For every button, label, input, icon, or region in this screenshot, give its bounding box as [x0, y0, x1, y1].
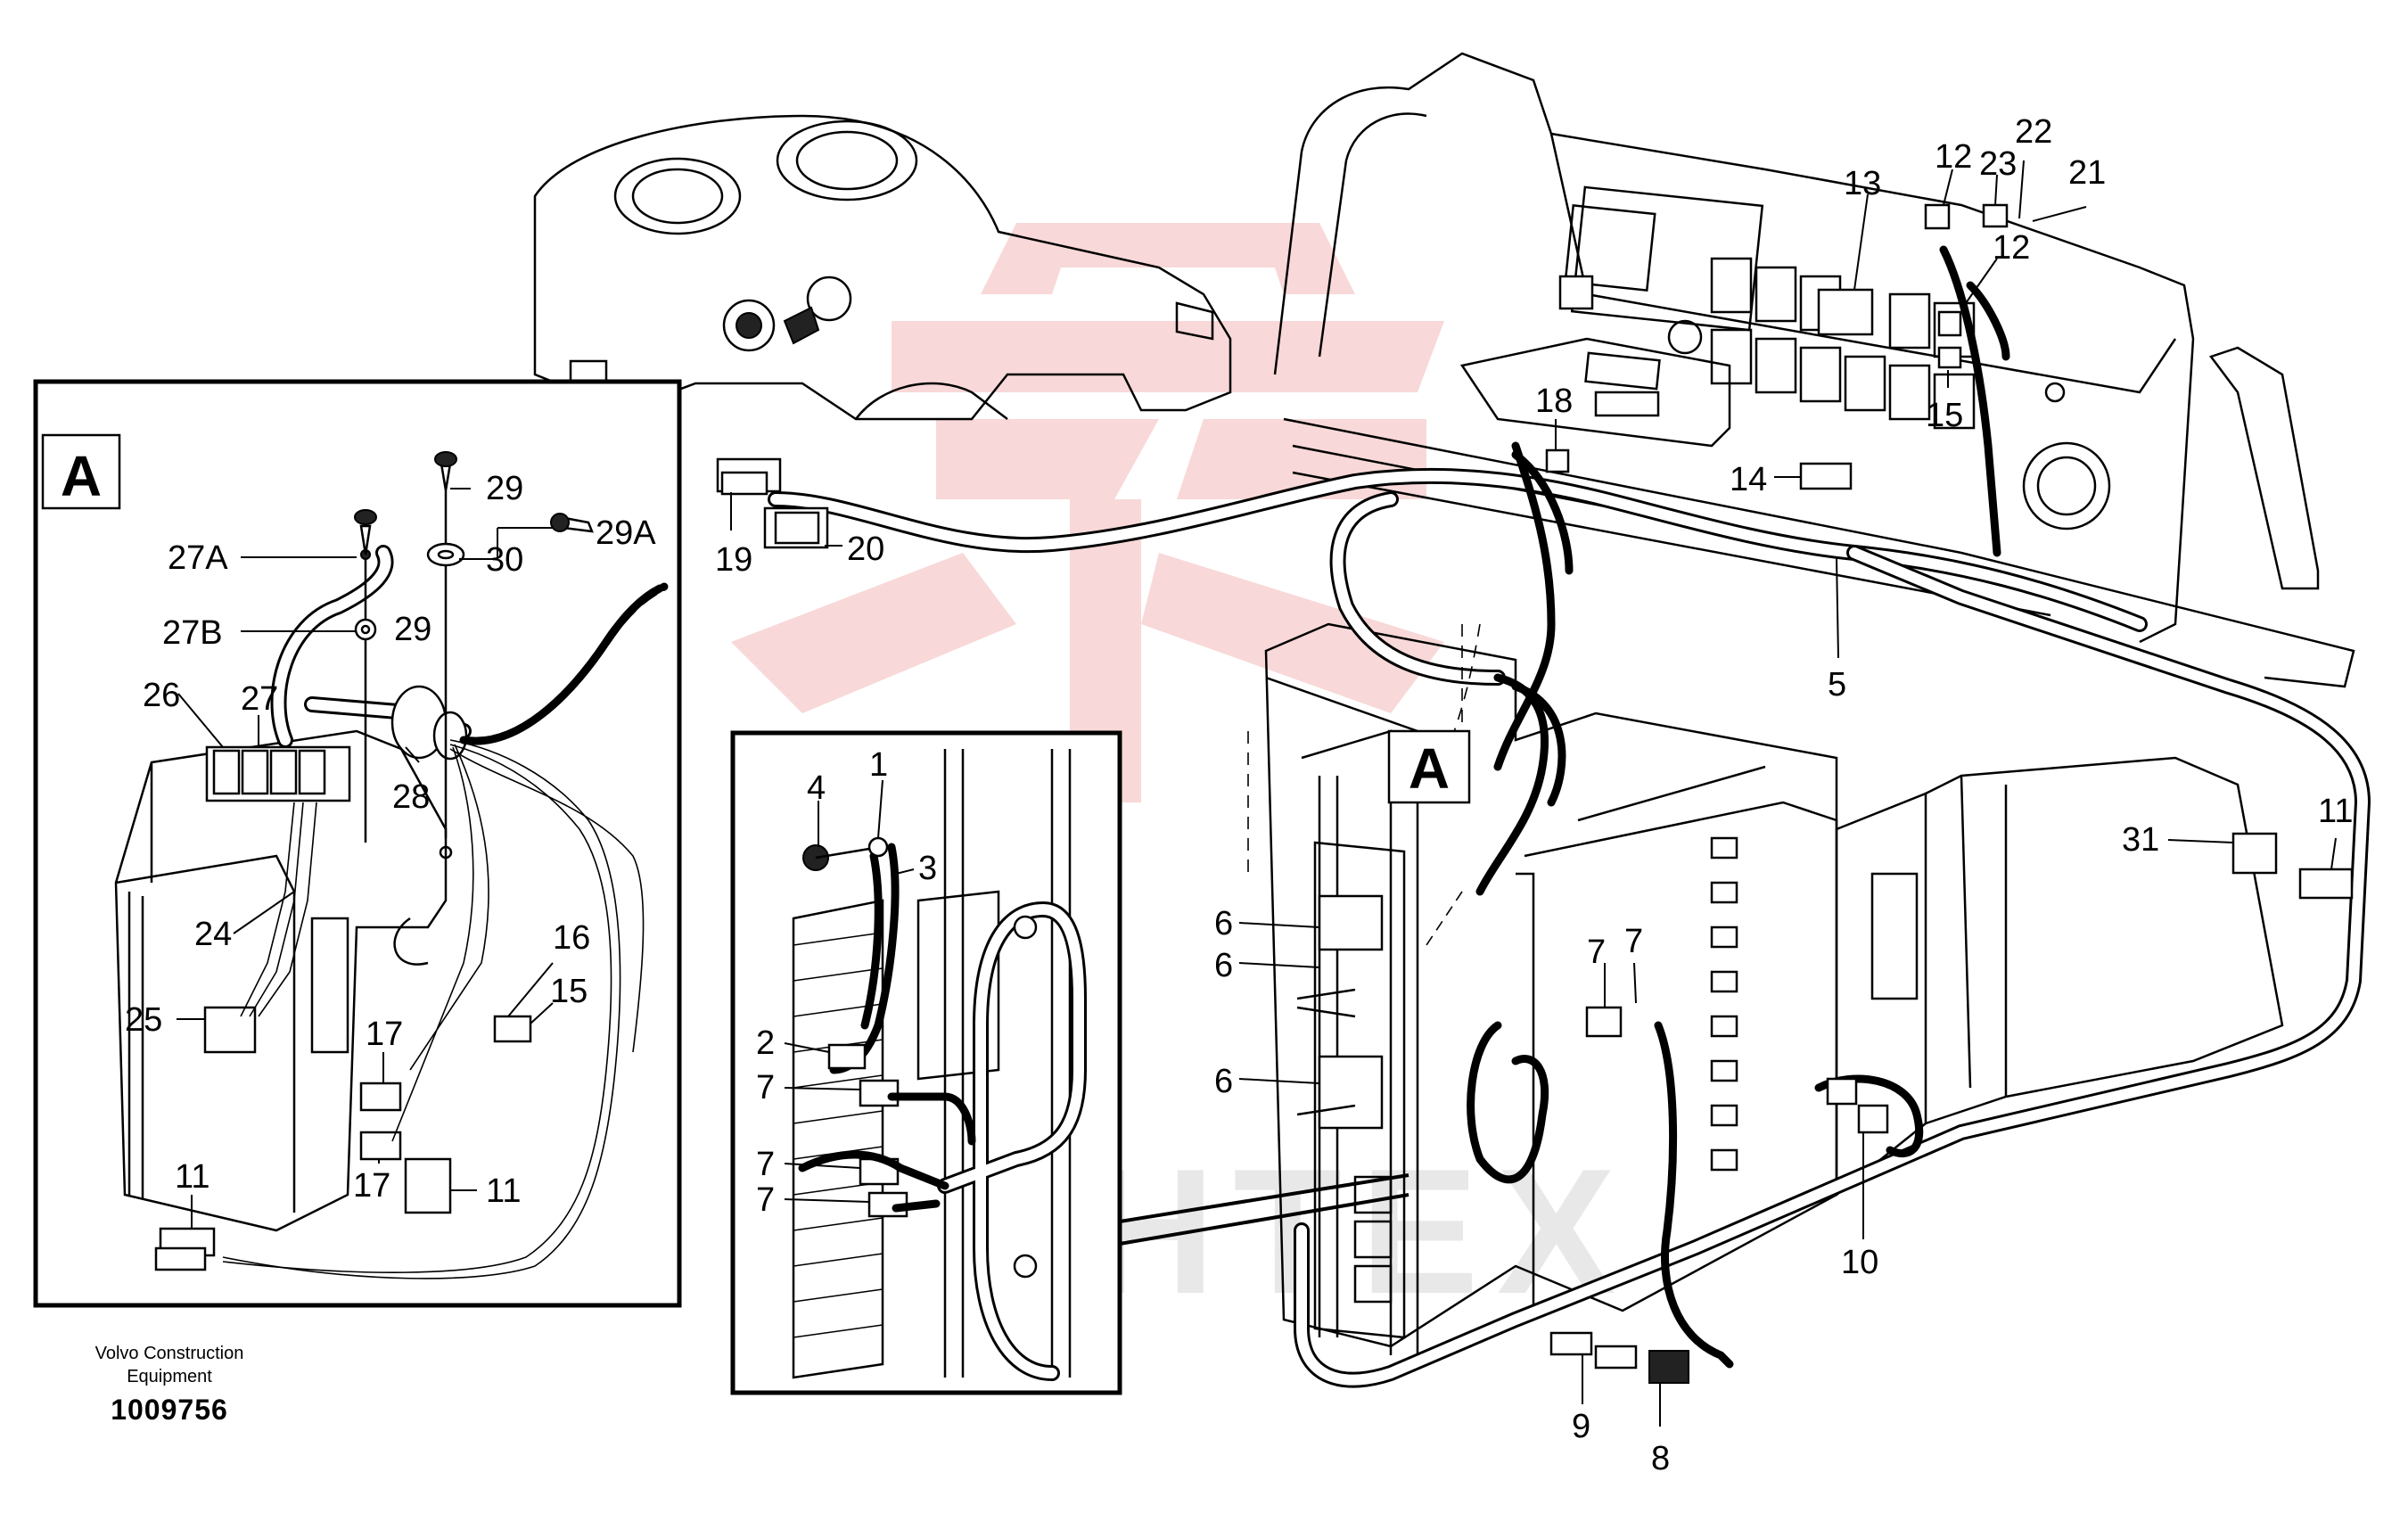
callout-12-top: 12 — [1935, 138, 1972, 176]
callout-29A: 29A — [596, 514, 656, 552]
callout-21: 21 — [2068, 154, 2106, 192]
callout-7-main-b: 7 — [1624, 923, 1643, 960]
detail-marker-main: A — [1409, 736, 1450, 801]
callout-11-main: 11 — [2318, 793, 2353, 830]
inset-center-pointer-upper — [1119, 1173, 1409, 1223]
main-leaders — [730, 160, 2337, 1427]
callout-7-main-a: 7 — [1587, 934, 1606, 971]
detail-marker-main-box — [1387, 729, 1471, 804]
instrument-panel — [1273, 52, 2355, 688]
callout-7-b: 7 — [756, 1146, 775, 1183]
callout-5: 5 — [1828, 666, 1846, 703]
callout-1: 1 — [869, 746, 888, 784]
callout-11-left: 11 — [175, 1158, 210, 1196]
callout-26: 26 — [143, 677, 180, 714]
callout-31: 31 — [2122, 821, 2159, 859]
callout-12-mid: 12 — [1993, 229, 2030, 267]
callout-29-upper: 29 — [486, 470, 523, 507]
inset-A-label: A — [61, 444, 102, 508]
callout-23: 23 — [1979, 145, 2017, 183]
callout-28: 28 — [392, 778, 430, 816]
inset-center-leaders — [784, 779, 915, 1203]
callout-6-c: 6 — [1214, 1063, 1233, 1100]
callout-27B: 27B — [162, 614, 223, 652]
callout-4: 4 — [807, 769, 826, 807]
inset-A-leaders — [177, 488, 554, 1229]
callout-7-a: 7 — [756, 1069, 775, 1106]
callout-6-a: 6 — [1214, 905, 1233, 942]
inset-center-frame — [730, 730, 1122, 1395]
callout-17-upper: 17 — [366, 1016, 403, 1053]
callout-10: 10 — [1841, 1244, 1878, 1281]
callout-29-lower: 29 — [394, 611, 431, 648]
inset-center-drawing — [792, 749, 1087, 1381]
callout-27A: 27A — [168, 539, 228, 577]
callout-8: 8 — [1651, 1440, 1670, 1477]
callout-16: 16 — [553, 919, 590, 957]
callout-19: 19 — [715, 541, 752, 579]
callout-15-main: 15 — [1926, 397, 1963, 434]
main-callouts: 19 20 18 14 13 12 23 22 21 12 15 5 6 6 6… — [715, 113, 2353, 1477]
relay-board — [1296, 841, 1406, 1339]
callout-15-inset: 15 — [550, 973, 588, 1010]
main-harness — [768, 245, 2371, 1388]
callout-6-b: 6 — [1214, 947, 1233, 984]
inset-A-drawing — [114, 451, 669, 1279]
operator-console — [533, 114, 1232, 421]
inset-center-pointer-lower — [1119, 1193, 1409, 1246]
callout-30: 30 — [486, 541, 523, 579]
callout-24: 24 — [194, 916, 232, 953]
company-name-line2: Equipment — [127, 1367, 212, 1386]
callout-27: 27 — [241, 680, 278, 718]
callout-25: 25 — [125, 1001, 162, 1039]
callout-20: 20 — [847, 531, 884, 568]
callout-11-right: 11 — [486, 1172, 521, 1210]
inset-A-callouts: 29 29A 27A 30 27B 29 26 27 28 24 16 15 2… — [125, 470, 656, 1210]
callout-3: 3 — [918, 850, 937, 887]
inset-A-label-box — [41, 433, 121, 510]
callout-2: 2 — [756, 1024, 775, 1062]
company-name-line1: Volvo Construction — [95, 1344, 244, 1363]
footer: Volvo Construction Equipment 1009756 — [53, 1342, 285, 1427]
inset-center-callouts: 1 4 3 2 7 7 7 — [756, 746, 937, 1219]
dashed-wires — [1247, 623, 1481, 946]
document-number: 1009756 — [111, 1394, 228, 1426]
callout-9: 9 — [1572, 1408, 1590, 1445]
callout-13: 13 — [1844, 165, 1881, 202]
callout-14: 14 — [1730, 461, 1767, 498]
main-connectors — [716, 203, 2354, 1384]
callout-18: 18 — [1535, 382, 1573, 420]
callout-7-c: 7 — [756, 1181, 775, 1219]
callout-22: 22 — [2015, 113, 2052, 151]
callout-17-lower: 17 — [353, 1167, 390, 1205]
